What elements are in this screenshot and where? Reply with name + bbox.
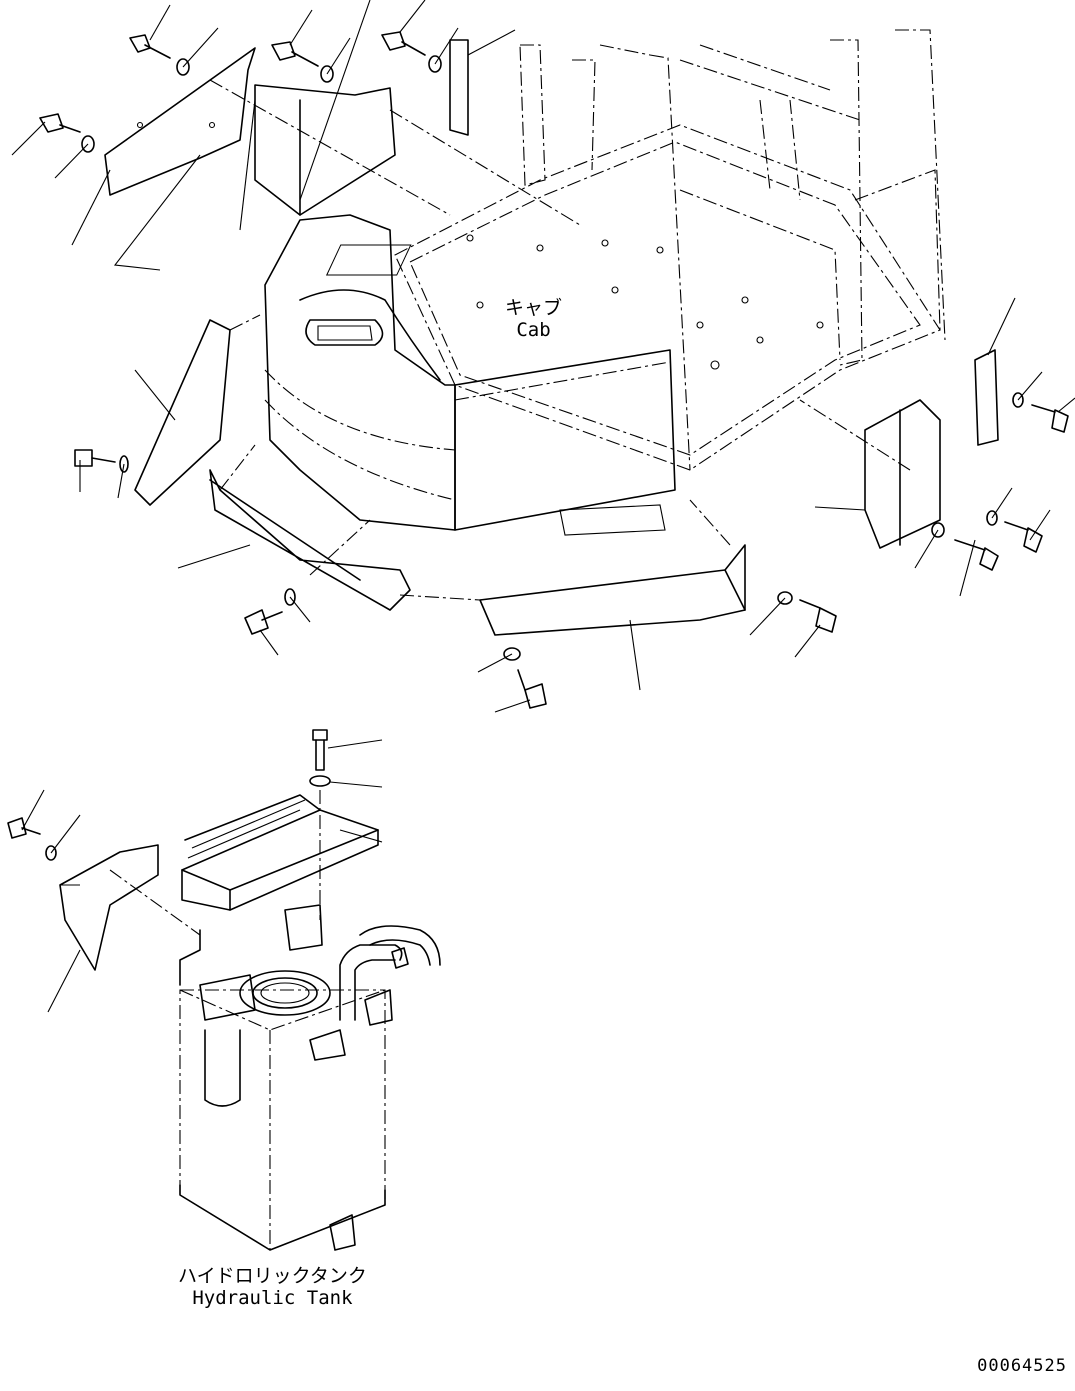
- cab-label-jp: キャブ: [505, 297, 563, 319]
- bolt-icon: [1004, 521, 1043, 553]
- hydraulic-tank-label-en: Hydraulic Tank: [192, 1286, 353, 1309]
- cab-frame: [264, 29, 946, 536]
- cab-label-en: Cab: [516, 318, 551, 341]
- hydraulic-tank-label: ハイドロリックタンク Hydraulic Tank: [178, 1265, 367, 1310]
- cab-label: キャブ Cab: [505, 297, 563, 342]
- bolt-icon: [954, 539, 999, 571]
- bolt-icon: [799, 599, 837, 633]
- bolt-icon: [244, 609, 283, 635]
- hydraulic-tank-label-jp: ハイドロリックタンク: [178, 1265, 367, 1287]
- bolt-icon: [7, 817, 41, 839]
- bolt-icon: [39, 113, 81, 133]
- bolt-icon: [381, 31, 426, 56]
- bolt-icon: [312, 729, 328, 771]
- bolt-icon: [74, 449, 116, 467]
- hydraulic-tank: [7, 729, 441, 1251]
- bolt-icon: [517, 669, 547, 709]
- bolt-icon: [271, 41, 319, 67]
- washer-icon: [309, 775, 331, 787]
- leader-lines: [11, 0, 1075, 713]
- bolt-icon: [1031, 404, 1069, 433]
- drawing-number: 00064525: [977, 1356, 1067, 1376]
- fasteners: [39, 31, 1069, 709]
- bolt-icon: [129, 34, 171, 59]
